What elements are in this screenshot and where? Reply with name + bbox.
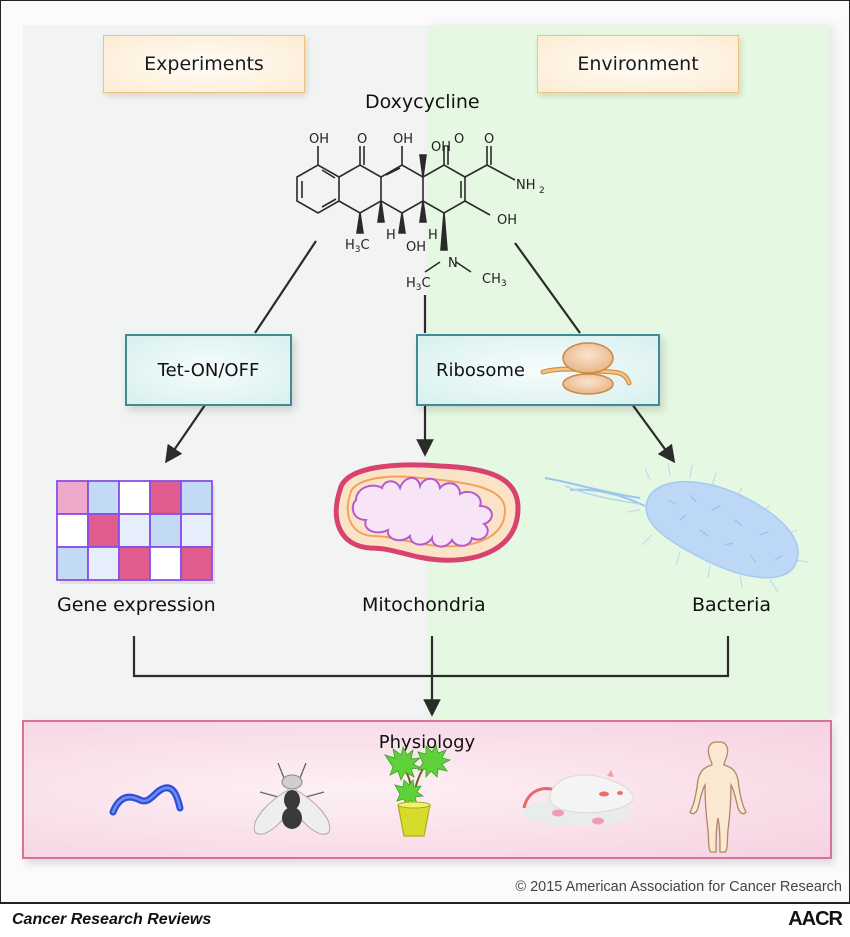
atom-oh-3: OH	[431, 140, 451, 155]
heatmap-cell	[149, 480, 182, 515]
atom-h3c-2: H3C	[406, 276, 431, 293]
tet-on-off-label: Tet-ON/OFF	[157, 359, 260, 381]
atom-o-2: O	[454, 132, 464, 147]
heatmap-cell	[56, 513, 89, 548]
heatmap-cell	[87, 480, 120, 515]
heatmap-grid-icon	[56, 480, 215, 584]
heatmap-cell	[118, 480, 151, 515]
connector-molecule-to-teton	[254, 240, 317, 334]
atom-ch3: CH3	[482, 272, 507, 289]
connector-molecule-to-ribosome-right	[514, 242, 581, 334]
environment-label: Environment	[577, 53, 699, 75]
heatmap-cell	[118, 513, 151, 548]
atom-o-1: O	[357, 132, 367, 147]
footer-bar: Cancer Research Reviews AACR	[0, 902, 850, 937]
heatmap-cell	[118, 546, 151, 581]
arrow-teton-to-gene-expression	[165, 404, 206, 464]
gene-expression-label: Gene expression	[57, 594, 216, 616]
heatmap-cell	[180, 546, 213, 581]
atom-oh-1: OH	[309, 132, 329, 147]
physiology-title: Physiology	[378, 732, 476, 753]
bacterium-icon	[544, 462, 809, 593]
heatmap-cell	[149, 546, 182, 581]
atom-h3c-1: H3C	[345, 238, 370, 255]
heatmap-cell	[87, 546, 120, 581]
experiments-label-box: Experiments	[103, 35, 305, 93]
atom-oh-4: OH	[497, 213, 517, 228]
copyright-notice: © 2015 American Association for Cancer R…	[515, 879, 842, 895]
doxycycline-atom-labels: OH O OH OH O O NH 2 OH H3C H OH H N H3C …	[309, 132, 545, 293]
heatmap-cell	[87, 513, 120, 548]
atom-h-1: H	[386, 228, 396, 243]
environment-label-box: Environment	[537, 35, 739, 93]
atom-nh: NH	[516, 178, 536, 193]
experiments-label: Experiments	[144, 53, 264, 75]
atom-n: N	[448, 256, 458, 271]
atom-h-2: H	[428, 228, 438, 243]
atom-oh-2: OH	[393, 132, 413, 147]
mitochondria-label: Mitochondria	[362, 594, 486, 616]
atom-oh-5: OH	[406, 240, 426, 255]
physiology-box: Physiology	[22, 720, 832, 859]
atom-o-3: O	[484, 132, 494, 147]
heatmap-cell	[180, 480, 213, 515]
mitochondrion-icon	[333, 462, 521, 563]
heatmap-cell	[180, 513, 213, 548]
publisher-logo: AACR	[788, 908, 843, 930]
bacteria-label: Bacteria	[692, 594, 771, 616]
ribosome-box: Ribosome	[416, 334, 660, 406]
ribosome-icon	[540, 342, 632, 395]
doxycycline-structure	[296, 146, 516, 273]
heatmap-cell	[56, 480, 89, 515]
atom-nh-sub: 2	[539, 186, 545, 196]
ribosome-label: Ribosome	[436, 359, 525, 381]
tet-on-off-box: Tet-ON/OFF	[125, 334, 292, 406]
heatmap-cell	[56, 546, 89, 581]
journal-name: Cancer Research Reviews	[12, 911, 212, 928]
heatmap-cell	[149, 513, 182, 548]
arrow-ribosome-to-bacteria	[631, 403, 676, 464]
molecule-name: Doxycycline	[365, 91, 480, 113]
